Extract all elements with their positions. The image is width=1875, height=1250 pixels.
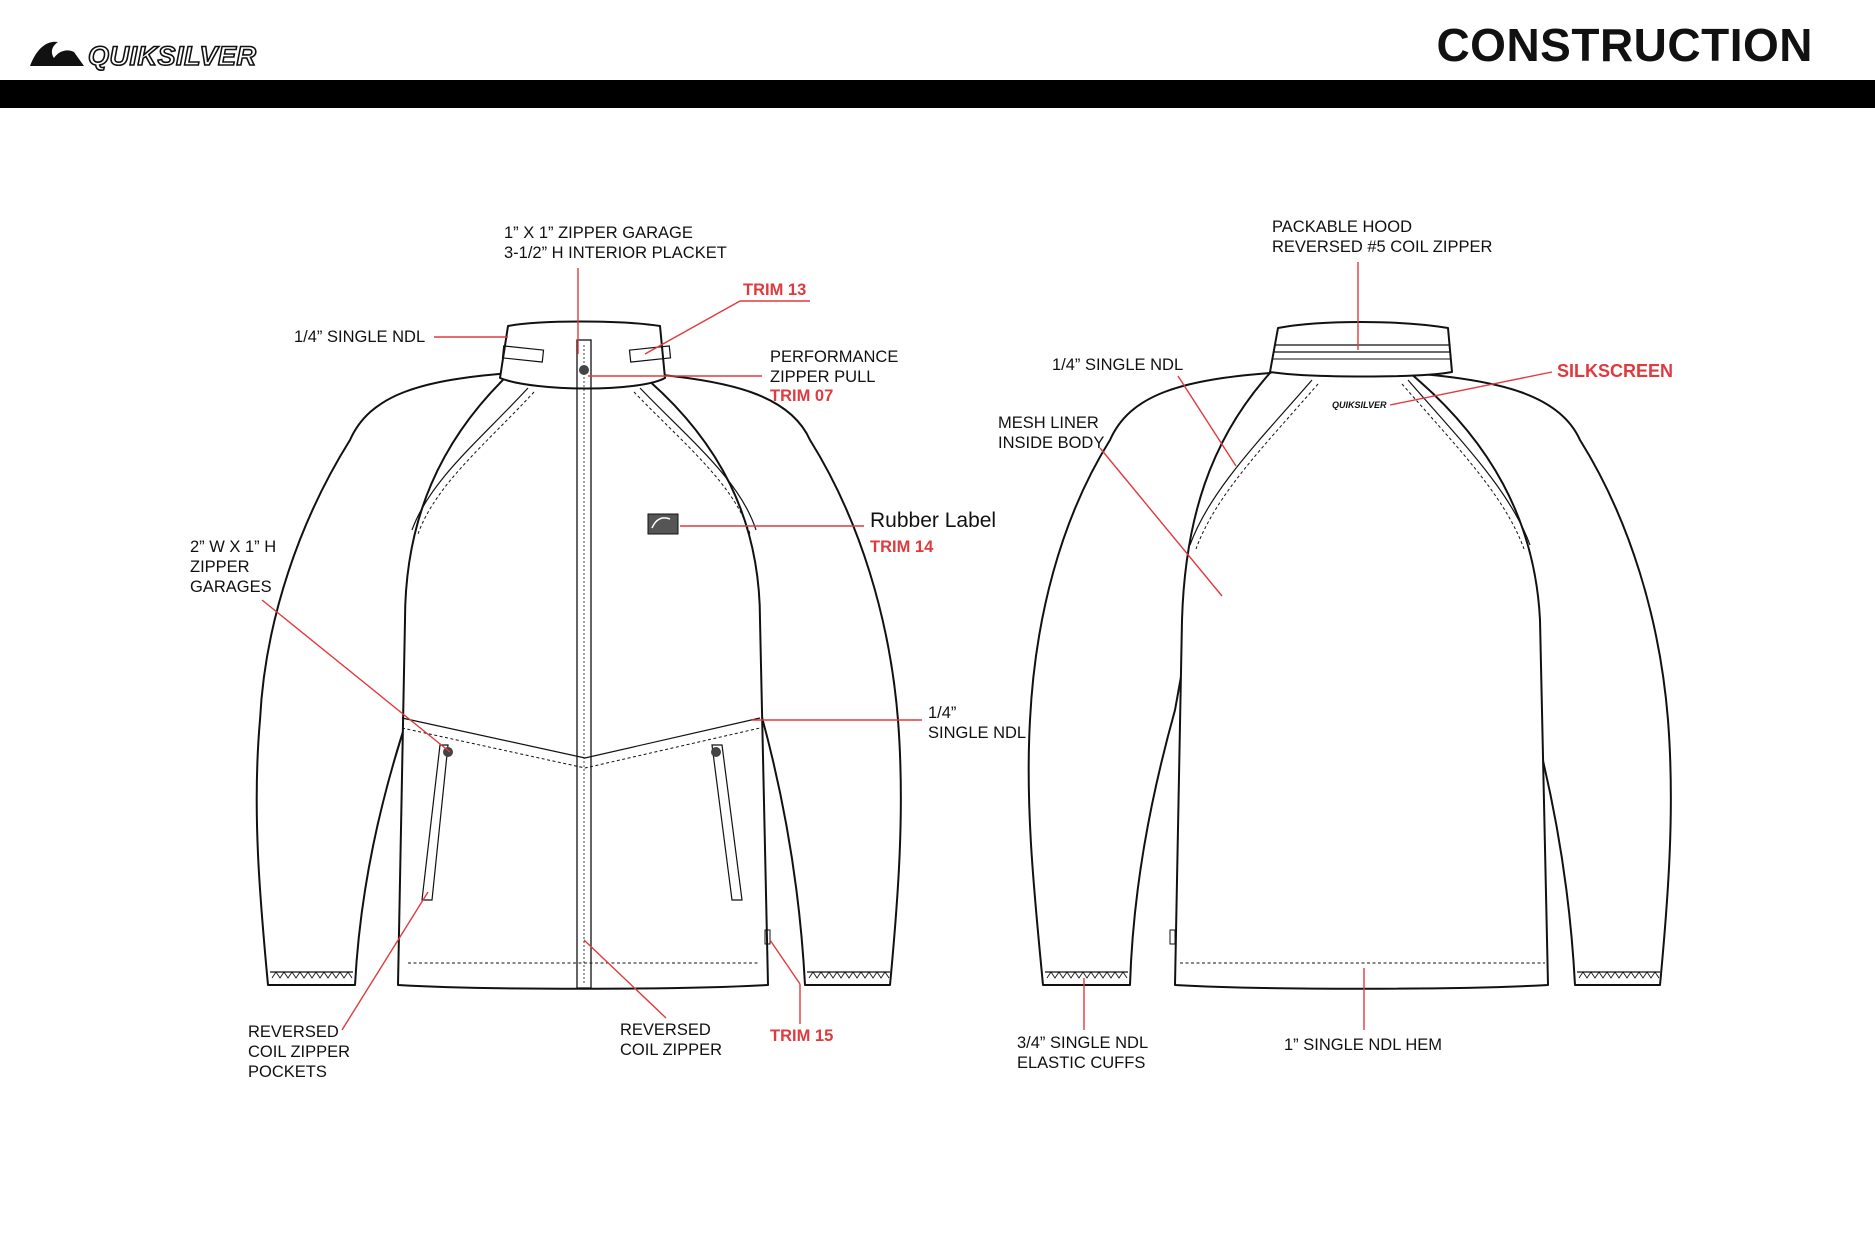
callout-trim15: TRIM 15 [770, 1027, 833, 1045]
callout-collar-single-ndl: 1/4” SINGLE NDL [294, 328, 425, 346]
back-callouts: PACKABLE HOOD REVERSED #5 COIL ZIPPER 1/… [998, 218, 1673, 1072]
callout-yoke-line1: 1/4” [928, 704, 956, 722]
callout-pockets-line3: POCKETS [248, 1063, 327, 1081]
callout-garages-line3: GARAGES [190, 578, 272, 596]
front-body [397, 359, 769, 990]
callout-garages-line2: ZIPPER [190, 558, 250, 576]
callout-hood-line2: REVERSED #5 COIL ZIPPER [1272, 238, 1492, 256]
back-raglan-left [1189, 379, 1313, 546]
callout-zipper-garage-line1: 1” X 1” ZIPPER GARAGE [504, 224, 693, 242]
front-callouts: 1” X 1” ZIPPER GARAGE 3-1/2” H INTERIOR … [190, 224, 1026, 1081]
callout-yoke-line2: SINGLE NDL [928, 724, 1026, 742]
callout-cf-zipper-line1: REVERSED [620, 1021, 711, 1039]
wave-mountain-icon [30, 41, 84, 66]
callout-cf-zipper-line2: COIL ZIPPER [620, 1041, 722, 1059]
callout-silkscreen: SILKSCREEN [1557, 361, 1673, 381]
callout-zipper-pull-line1: PERFORMANCE [770, 348, 898, 366]
front-jacket-sketch [255, 320, 902, 990]
callout-trim14: TRIM 14 [870, 538, 934, 556]
back-jacket-sketch: QUIKSILVER [1027, 321, 1672, 990]
callout-pockets-line1: REVERSED [248, 1023, 339, 1041]
front-left-pocket-zipper [421, 744, 449, 901]
front-yoke-seam [401, 717, 761, 759]
callout-garages-line1: 2” W X 1” H [190, 538, 276, 556]
logo-wordmark: QUIKSILVER [88, 41, 257, 71]
callout-trim07: TRIM 07 [770, 387, 833, 405]
front-center-zipper [576, 339, 592, 989]
callout-mesh-line2: INSIDE BODY [998, 434, 1104, 452]
front-collar [499, 320, 666, 390]
rubber-label-icon [647, 513, 679, 535]
callout-rubber-label: Rubber Label [870, 509, 996, 532]
back-body [1174, 364, 1549, 990]
callout-hood-line1: PACKABLE HOOD [1272, 218, 1412, 236]
callout-zipper-garage-line2: 3-1/2” H INTERIOR PLACKET [504, 244, 727, 262]
callout-raglan-single-ndl: 1/4” SINGLE NDL [1052, 356, 1183, 374]
page-title: CONSTRUCTION [1436, 19, 1813, 71]
front-right-pocket-zipper [711, 744, 743, 901]
callout-pockets-line2: COIL ZIPPER [248, 1043, 350, 1061]
back-raglan-right [1407, 379, 1531, 546]
callout-cuffs-line2: ELASTIC CUFFS [1017, 1054, 1145, 1072]
callout-cuffs-line1: 3/4” SINGLE NDL [1017, 1034, 1148, 1052]
page-header: QUIKSILVER CONSTRUCTION [0, 0, 1875, 108]
front-raglan-left [411, 387, 529, 531]
zipper-pull-icon [579, 365, 589, 375]
callout-trim13: TRIM 13 [743, 281, 806, 299]
callout-zipper-pull-line2: ZIPPER PULL [770, 368, 875, 386]
back-hood-collar [1269, 321, 1453, 378]
quiksilver-logo: QUIKSILVER [30, 40, 257, 72]
front-raglan-right [639, 387, 757, 531]
back-silkscreen-logo: QUIKSILVER [1332, 400, 1387, 410]
header-bar [0, 80, 1875, 108]
callout-hem: 1” SINGLE NDL HEM [1284, 1036, 1442, 1054]
callout-mesh-line1: MESH LINER [998, 414, 1099, 432]
